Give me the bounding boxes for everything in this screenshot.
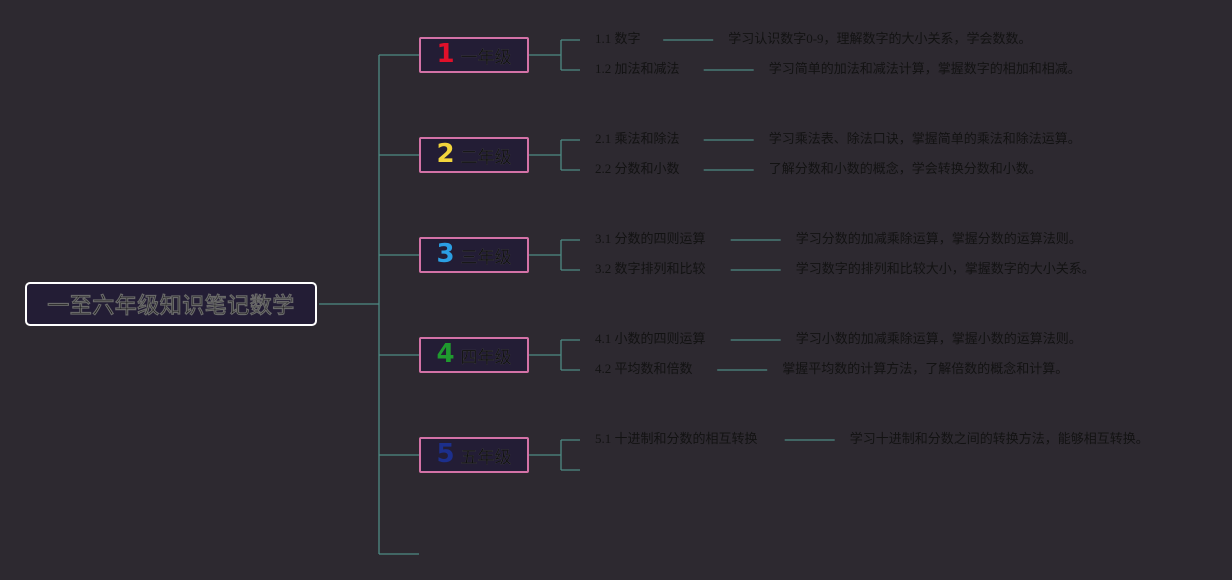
topic-label[interactable]: 4.2 平均数和倍数 xyxy=(595,361,693,376)
topic-description: 学习简单的加法和减法计算，掌握数字的相加和相减。 xyxy=(768,61,1081,76)
grade-label: 五年级 xyxy=(460,447,512,468)
topic-description: 学习小数的加减乘除运算，掌握小数的运算法则。 xyxy=(795,331,1082,346)
grade-number-badge: 4 xyxy=(436,339,455,369)
topic-label[interactable]: 2.1 乘法和除法 xyxy=(595,131,680,146)
topic-label[interactable]: 4.1 小数的四则运算 xyxy=(595,331,706,346)
root-node[interactable]: 一至六年级知识笔记数学 xyxy=(25,282,317,326)
grade-number-badge: 3 xyxy=(436,239,455,269)
topic-description: 掌握平均数的计算方法，了解倍数的概念和计算。 xyxy=(782,361,1069,376)
topic-description: 了解分数和小数的概念，学会转换分数和小数。 xyxy=(768,161,1042,176)
topic-description: 学习数字的排列和比较大小，掌握数字的大小关系。 xyxy=(795,261,1095,276)
topic-label[interactable]: 3.2 数字排列和比较 xyxy=(595,261,706,276)
root-title: 一至六年级知识笔记数学 xyxy=(47,294,295,319)
topic-description: 学习认识数字0-9，理解数字的大小关系，学会数数。 xyxy=(728,31,1032,46)
topic-description: 学习分数的加减乘除运算，掌握分数的运算法则。 xyxy=(795,231,1082,246)
grade-label: 一年级 xyxy=(460,47,512,68)
topic-label[interactable]: 1.1 数字 xyxy=(595,31,641,46)
topic-label[interactable]: 5.1 十进制和分数的相互转换 xyxy=(595,431,758,446)
grade-number-badge: 5 xyxy=(436,439,455,469)
topic-description: 学习十进制和分数之间的转换方法，能够相互转换。 xyxy=(849,431,1149,446)
topic-description: 学习乘法表、除法口诀，掌握简单的乘法和除法运算。 xyxy=(768,131,1081,146)
topic-label[interactable]: 3.1 分数的四则运算 xyxy=(595,231,706,246)
grade-number-badge: 1 xyxy=(436,39,455,69)
grade-label: 三年级 xyxy=(460,247,512,268)
topic-label[interactable]: 1.2 加法和减法 xyxy=(595,61,680,76)
topic-label[interactable]: 2.2 分数和小数 xyxy=(595,161,680,176)
grade-number-badge: 2 xyxy=(436,139,455,169)
grade-label: 二年级 xyxy=(460,147,512,168)
grade-label: 四年级 xyxy=(460,347,512,368)
